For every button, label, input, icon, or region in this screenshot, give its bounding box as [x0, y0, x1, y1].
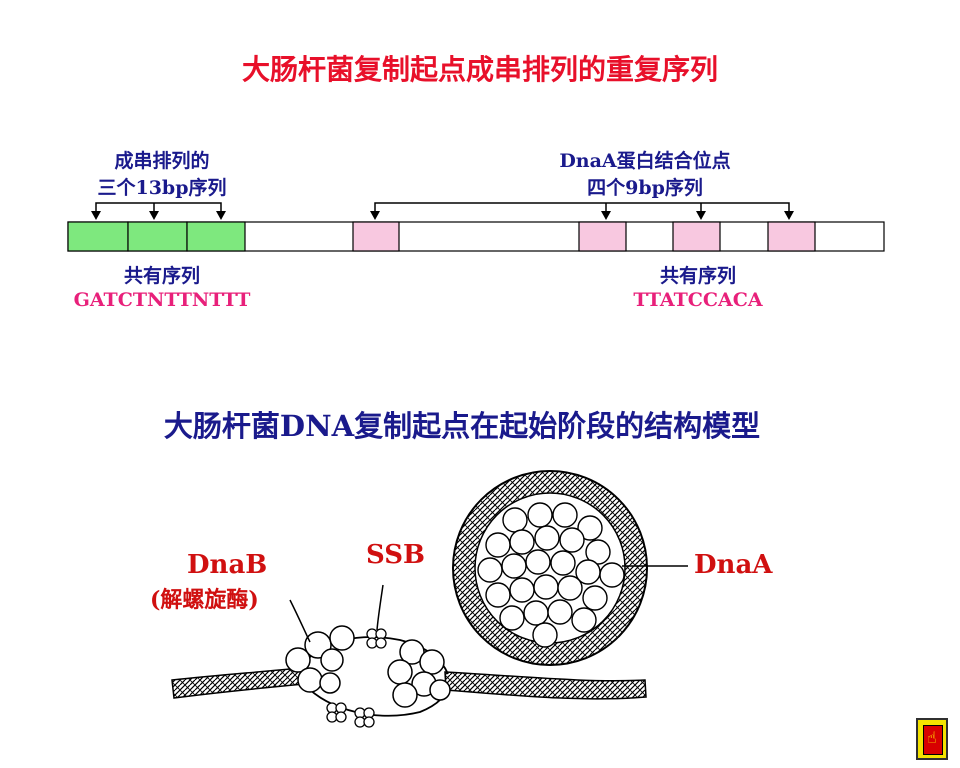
9bp-box-1	[352, 221, 400, 252]
right-label-line2: 四个9bp序列	[587, 177, 703, 199]
13bp-box-1	[67, 221, 129, 252]
right-consensus-label: 共有序列	[659, 265, 737, 287]
dnab-helicase-label: (解螺旋酶)	[150, 587, 259, 613]
ssb-label: SSB	[366, 540, 425, 570]
left-consensus-label: 共有序列	[123, 265, 201, 287]
dna-duplex-left	[171, 667, 305, 699]
dnab-cluster-upper	[285, 625, 355, 694]
dnab-cluster-lower	[387, 639, 451, 708]
13bp-box-2	[127, 221, 188, 252]
9bp-box-3	[672, 221, 721, 252]
dnab-label: DnaB	[187, 550, 268, 580]
dna-duplex-right	[444, 671, 647, 700]
right-arrowheads	[370, 211, 794, 220]
pointing-hand-icon[interactable]: ☝	[916, 718, 948, 760]
right-label-line1: DnaA蛋白结合位点	[559, 150, 731, 172]
left-label-line2: 三个13bp序列	[97, 177, 227, 199]
13bp-box-3	[186, 221, 246, 252]
bottom-title: 大肠杆菌DNA复制起点在起始阶段的结构模型	[163, 409, 761, 443]
nav-button-inner: ☝	[923, 725, 943, 755]
left-label-line1: 成串排列的	[114, 150, 210, 172]
top-title: 大肠杆菌复制起点成串排列的重复序列	[241, 53, 719, 86]
dnaa-label: DnaA	[694, 550, 773, 580]
left-consensus-sequence: GATCTNTTNTTT	[73, 289, 251, 311]
dnaa-complex	[452, 470, 648, 666]
left-arrowheads	[91, 211, 226, 220]
label-leader-lines	[289, 565, 688, 643]
ssb-proteins	[326, 628, 387, 728]
right-bracket	[374, 202, 790, 212]
left-bracket	[95, 202, 222, 212]
9bp-box-2	[578, 221, 627, 252]
9bp-box-4	[767, 221, 816, 252]
origin-sequence-diagram	[67, 202, 885, 252]
right-consensus-sequence: TTATCCACA	[633, 289, 763, 311]
